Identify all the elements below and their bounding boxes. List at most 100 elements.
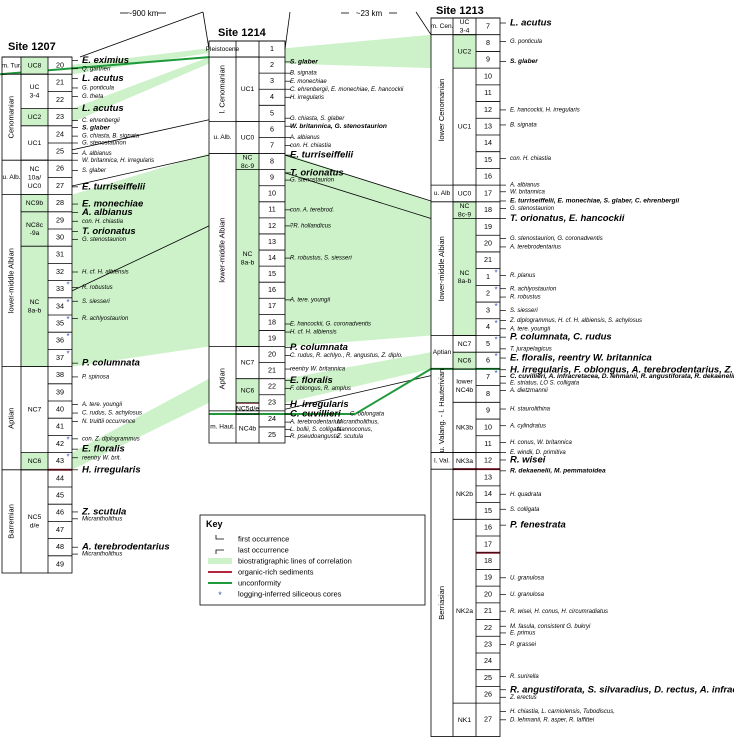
core-number: 28 [56,198,64,207]
event-label: E. turriseiffelii [82,181,146,192]
event-label: con. A. terebrod. [290,207,334,213]
event-label: L. acutus [510,18,552,29]
core-number: 48 [56,542,64,551]
zone-label: NC8c-9a [26,222,44,237]
core-number: 29 [56,215,64,224]
zone-label: NC6 [28,458,42,465]
core-number: 40 [56,405,64,414]
zone-label-line: UC [30,84,40,91]
correlation-line [284,172,432,219]
core-number: 45 [56,491,64,500]
event-label: G. stenostaurion [290,178,335,184]
unconformity-line [354,368,432,415]
zone-label-line: NK3b [456,424,473,431]
zone-fill [236,378,259,403]
zone-label-line: NC6 [241,388,255,395]
event-label: W. britannica, G. stenostaurion [290,123,387,130]
stage-label: Aptian [217,368,226,389]
event-label: A. albianus [81,207,133,218]
core-number: 9 [270,173,274,182]
event-label: C. oblongata [350,412,385,418]
zone-label: NK2a [456,608,473,615]
event-label: A. terebrodentarius [509,245,561,251]
core-number: 18 [268,317,276,326]
siliceous-core-star: * [66,453,69,462]
event-label: T. jurapelagicus [510,346,552,352]
key-label: last occurrence [238,546,289,555]
key-label: biostratigraphic lines of correlation [238,557,352,566]
stage-label: Cenomanian [6,96,15,139]
core-number: 49 [56,559,64,568]
core-number: 19 [268,333,276,342]
core-number: 26 [484,690,492,699]
scale-label-right: ~23 km [356,9,383,18]
core-number: 15 [484,506,492,515]
core-number: 46 [56,508,64,517]
core-number: 6 [270,124,274,133]
event-label: R. robustus [510,295,541,301]
event-label: S. colligata [510,507,540,513]
core-number: 5 [270,108,274,117]
event-label: S. siesseri [82,299,110,305]
event-label: E. eximius [82,55,129,66]
event-label: H. irregularis [82,464,141,475]
core-number: 23 [268,398,276,407]
core-number: 16 [268,285,276,294]
event-label: L. acutus [82,103,124,114]
event-label: C. ehrenbergii, E. monechiae, E. hancock… [290,87,404,93]
core-number: 10 [268,189,276,198]
zone-label-line: 8c-9 [458,211,471,218]
core-number: 22 [56,95,64,104]
zone-label-line: 8a-b [28,307,42,314]
zone-label: NC6 [458,357,472,364]
zone-label-line: UC0 [241,134,255,141]
zone-label: NK3a [456,458,473,465]
stage-label: l. Cenomanian [217,65,226,113]
funnel-line [284,11,291,50]
core-number: 24 [484,656,492,665]
event-label: Micrantholithus [82,516,122,522]
event-label: C. rudus, S. achylosus [82,411,142,417]
event-label: P. columnata [82,358,140,369]
zone-label-line: NK1 [458,717,471,724]
zone-label: NC4b [239,425,257,432]
correlation-band [72,153,209,367]
core-number: 44 [56,473,64,482]
stage-label: m. Cen. [431,23,454,30]
siliceous-core-star: * [66,298,69,307]
event-label: H. cf. H. albiensis [290,330,337,336]
event-label: A. albianus [81,151,112,157]
zone-label-line: UC1 [28,140,42,147]
core-number: 17 [268,301,276,310]
event-label: A. albianus [509,183,540,189]
zone-label-line: 10a/ [28,174,41,181]
last-occurrence-icon [215,549,224,554]
core-number: 12 [484,105,492,114]
event-label: con. H. chiastia [290,143,332,149]
event-label: G. stenostaurion [82,141,127,147]
event-label: G. theta [82,94,104,100]
zone-label-line: NK3a [456,458,473,465]
core-number: 21 [484,255,492,264]
siliceous-core-star: * [66,315,69,324]
zone-label: UC8 [28,62,42,69]
zone-label-line: d/e [30,522,40,529]
site-title: Site 1213 [436,5,484,17]
zone-label: NC7 [28,406,42,413]
correlation-band [285,352,431,403]
core-number: 20 [56,61,64,70]
siliceous-core-star: * [494,302,497,311]
siliceous-core-star: * [66,281,69,290]
siliceous-core-star: * [494,269,497,278]
event-label: reentry W. britannica [290,367,346,373]
event-label: con. H. chiastia [82,219,124,225]
core-number: 8 [270,157,274,166]
siliceous-core-star: * [494,285,497,294]
zone-label-line: NC4b [239,425,257,432]
correlation-line [71,225,210,292]
zone-label-line: UC1 [458,123,472,130]
core-number: 2 [486,289,490,298]
